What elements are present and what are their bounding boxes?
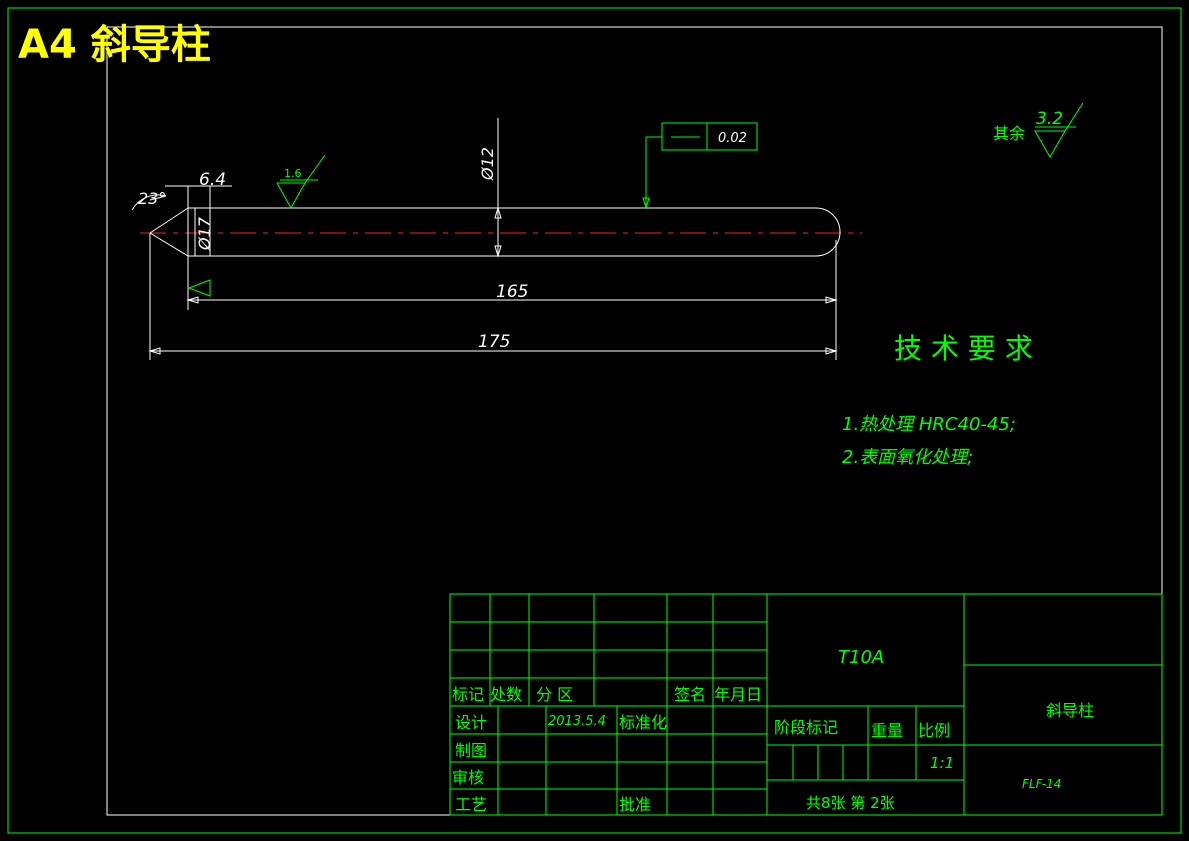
tb-row-standardize: 标准化 <box>619 713 667 732</box>
tolerance-frame <box>642 122 758 210</box>
tb-weight-label: 重量 <box>871 721 903 740</box>
tb-scale-value: 1:1 <box>930 754 954 772</box>
tb-sheets: 共8张 第 2张 <box>806 794 895 812</box>
dim-length-165: 165 <box>496 282 528 302</box>
tb-header-signature: 签名 <box>674 685 706 704</box>
tb-drawing-no: FLF-14 <box>1022 777 1061 791</box>
tb-row-drawing: 制图 <box>455 741 487 760</box>
roughness-other-icon <box>1034 102 1084 159</box>
requirement-item-1: 1.热处理 HRC40-45; <box>842 414 1016 435</box>
tb-row-design: 设计 <box>455 713 487 732</box>
title-block <box>449 593 1163 816</box>
dim-chamfer-length: 6.4 <box>199 170 226 190</box>
drawing-title: A4 斜导柱 <box>18 22 211 68</box>
roughness-other-value: 3.2 <box>1036 109 1063 129</box>
requirement-item-2: 2.表面氧化处理; <box>842 447 973 468</box>
requirements-title: 技 术 要 求 <box>894 332 1033 365</box>
tb-row-review: 审核 <box>452 768 484 787</box>
dim-small-diameter: Ø17 <box>195 216 214 251</box>
tb-scale-label: 比例 <box>918 721 950 740</box>
outer-border <box>7 7 1182 834</box>
tb-row-approve: 批准 <box>619 795 651 814</box>
tb-row-process: 工艺 <box>455 795 487 814</box>
dim-angle: 23° <box>138 189 166 208</box>
tb-stage-label: 阶段标记 <box>774 718 838 737</box>
tb-header-zone: 分 区 <box>536 685 573 704</box>
tolerance-value: 0.02 <box>718 131 747 146</box>
dim-length-175: 175 <box>478 332 510 352</box>
tb-material: T10A <box>838 647 884 668</box>
dim-large-diameter: Ø12 <box>478 147 497 181</box>
roughness-value: 1.6 <box>284 167 302 180</box>
dim-lines <box>131 118 838 360</box>
tb-header-count: 处数 <box>490 685 522 704</box>
tb-part-name: 斜导柱 <box>1046 701 1094 720</box>
roughness-small-icon <box>187 279 211 297</box>
guide-pin-outline <box>149 207 841 257</box>
roughness-symbol-icon <box>276 154 326 210</box>
roughness-other-label: 其余 <box>993 124 1025 143</box>
tb-design-date: 2013.5.4 <box>548 714 606 729</box>
tb-header-mark: 标记 <box>452 685 484 704</box>
tb-header-date: 年月日 <box>714 685 762 704</box>
